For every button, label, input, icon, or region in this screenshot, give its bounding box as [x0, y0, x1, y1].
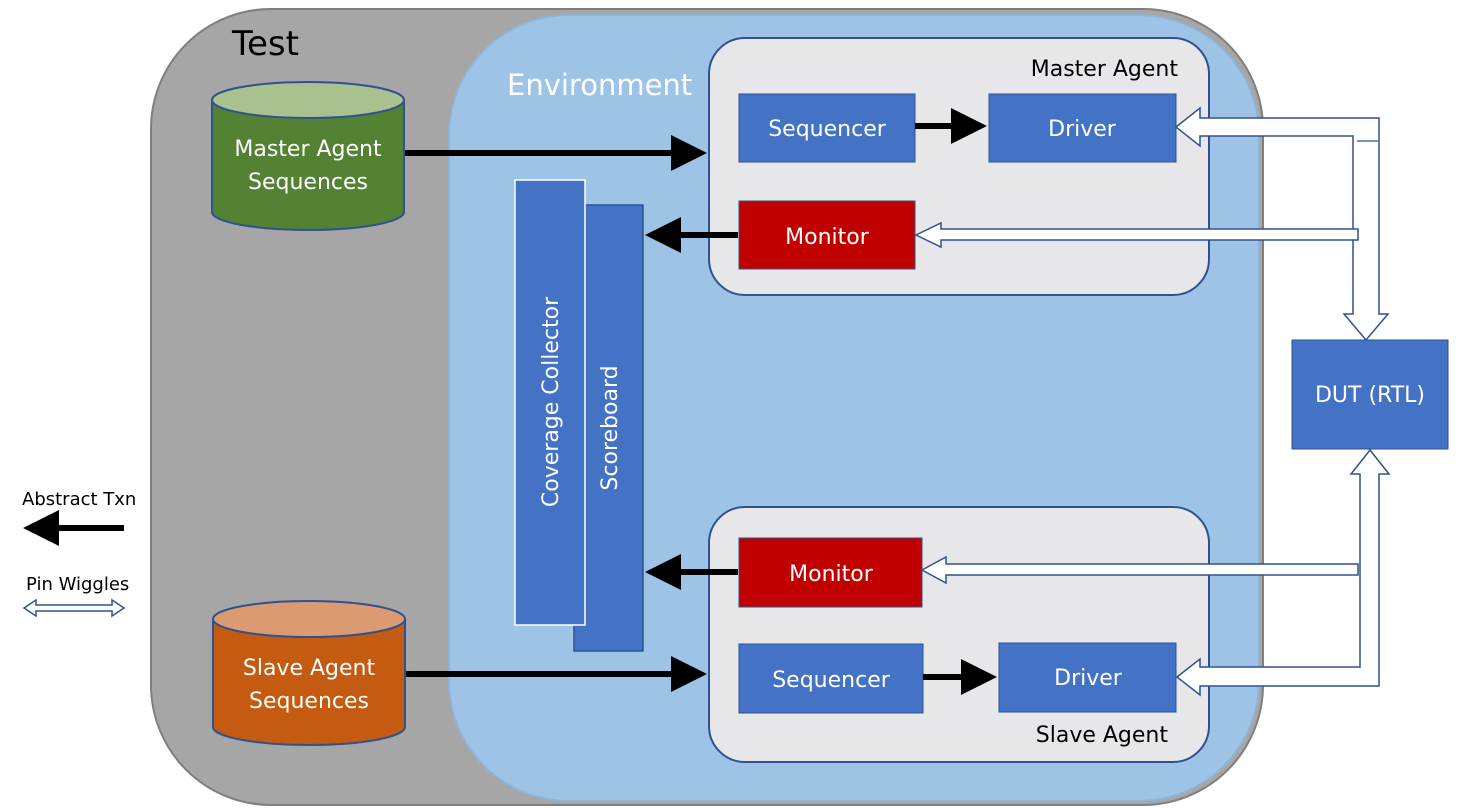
slave-sequences-line2: Sequences — [249, 689, 369, 714]
legend: Abstract Txn Pin Wiggles — [22, 489, 136, 618]
legend-pin-wiggles-label: Pin Wiggles — [26, 574, 129, 595]
master-pin-connections — [914, 106, 1390, 342]
scoreboard-label: Scoreboard — [598, 365, 623, 490]
master-monitor-label: Monitor — [785, 225, 870, 250]
slave-driver-block — [998, 642, 1177, 713]
master-driver-label: Driver — [1048, 117, 1117, 142]
environment-label: Environment — [507, 68, 692, 102]
slave-monitor-block — [738, 537, 923, 608]
master-sequences-line1: Master Agent — [234, 137, 382, 162]
master-sequences-line2: Sequences — [248, 170, 368, 195]
master-driver-pin-arrow — [1174, 106, 1390, 342]
master-agent-label: Master Agent — [1031, 57, 1179, 82]
slave-driver-label: Driver — [1054, 666, 1123, 691]
slave-sequencer-block — [738, 643, 924, 714]
legend-pin-wiggles-arrow — [22, 598, 126, 618]
slave-sequences-line1: Slave Agent — [243, 656, 376, 681]
dut-block — [1291, 339, 1449, 450]
coverage-collector-block — [514, 179, 586, 626]
slave-monitor-label: Monitor — [789, 562, 874, 587]
slave-agent-label: Slave Agent — [1036, 723, 1169, 748]
coverage-collector-label: Coverage Collector — [539, 296, 564, 507]
master-agent-sequences-cylinder: Master Agent Sequences — [211, 81, 405, 231]
master-sequencer-block — [738, 93, 916, 163]
master-sequencer-label: Sequencer — [768, 117, 887, 142]
slave-driver-pin-arrow — [1175, 448, 1391, 697]
legend-abstract-txn-label: Abstract Txn — [22, 489, 136, 510]
slave-monitor-pin-arrow — [920, 555, 1359, 585]
master-driver-block — [988, 93, 1177, 163]
master-monitor-pin-arrow — [914, 221, 1359, 249]
slave-agent-sequences-cylinder: Slave Agent Sequences — [212, 600, 406, 746]
slave-pin-connections — [920, 448, 1391, 697]
dut-label: DUT (RTL) — [1315, 383, 1425, 408]
master-monitor-block — [738, 200, 916, 270]
test-label: Test — [231, 24, 299, 64]
slave-sequencer-label: Sequencer — [772, 668, 891, 693]
